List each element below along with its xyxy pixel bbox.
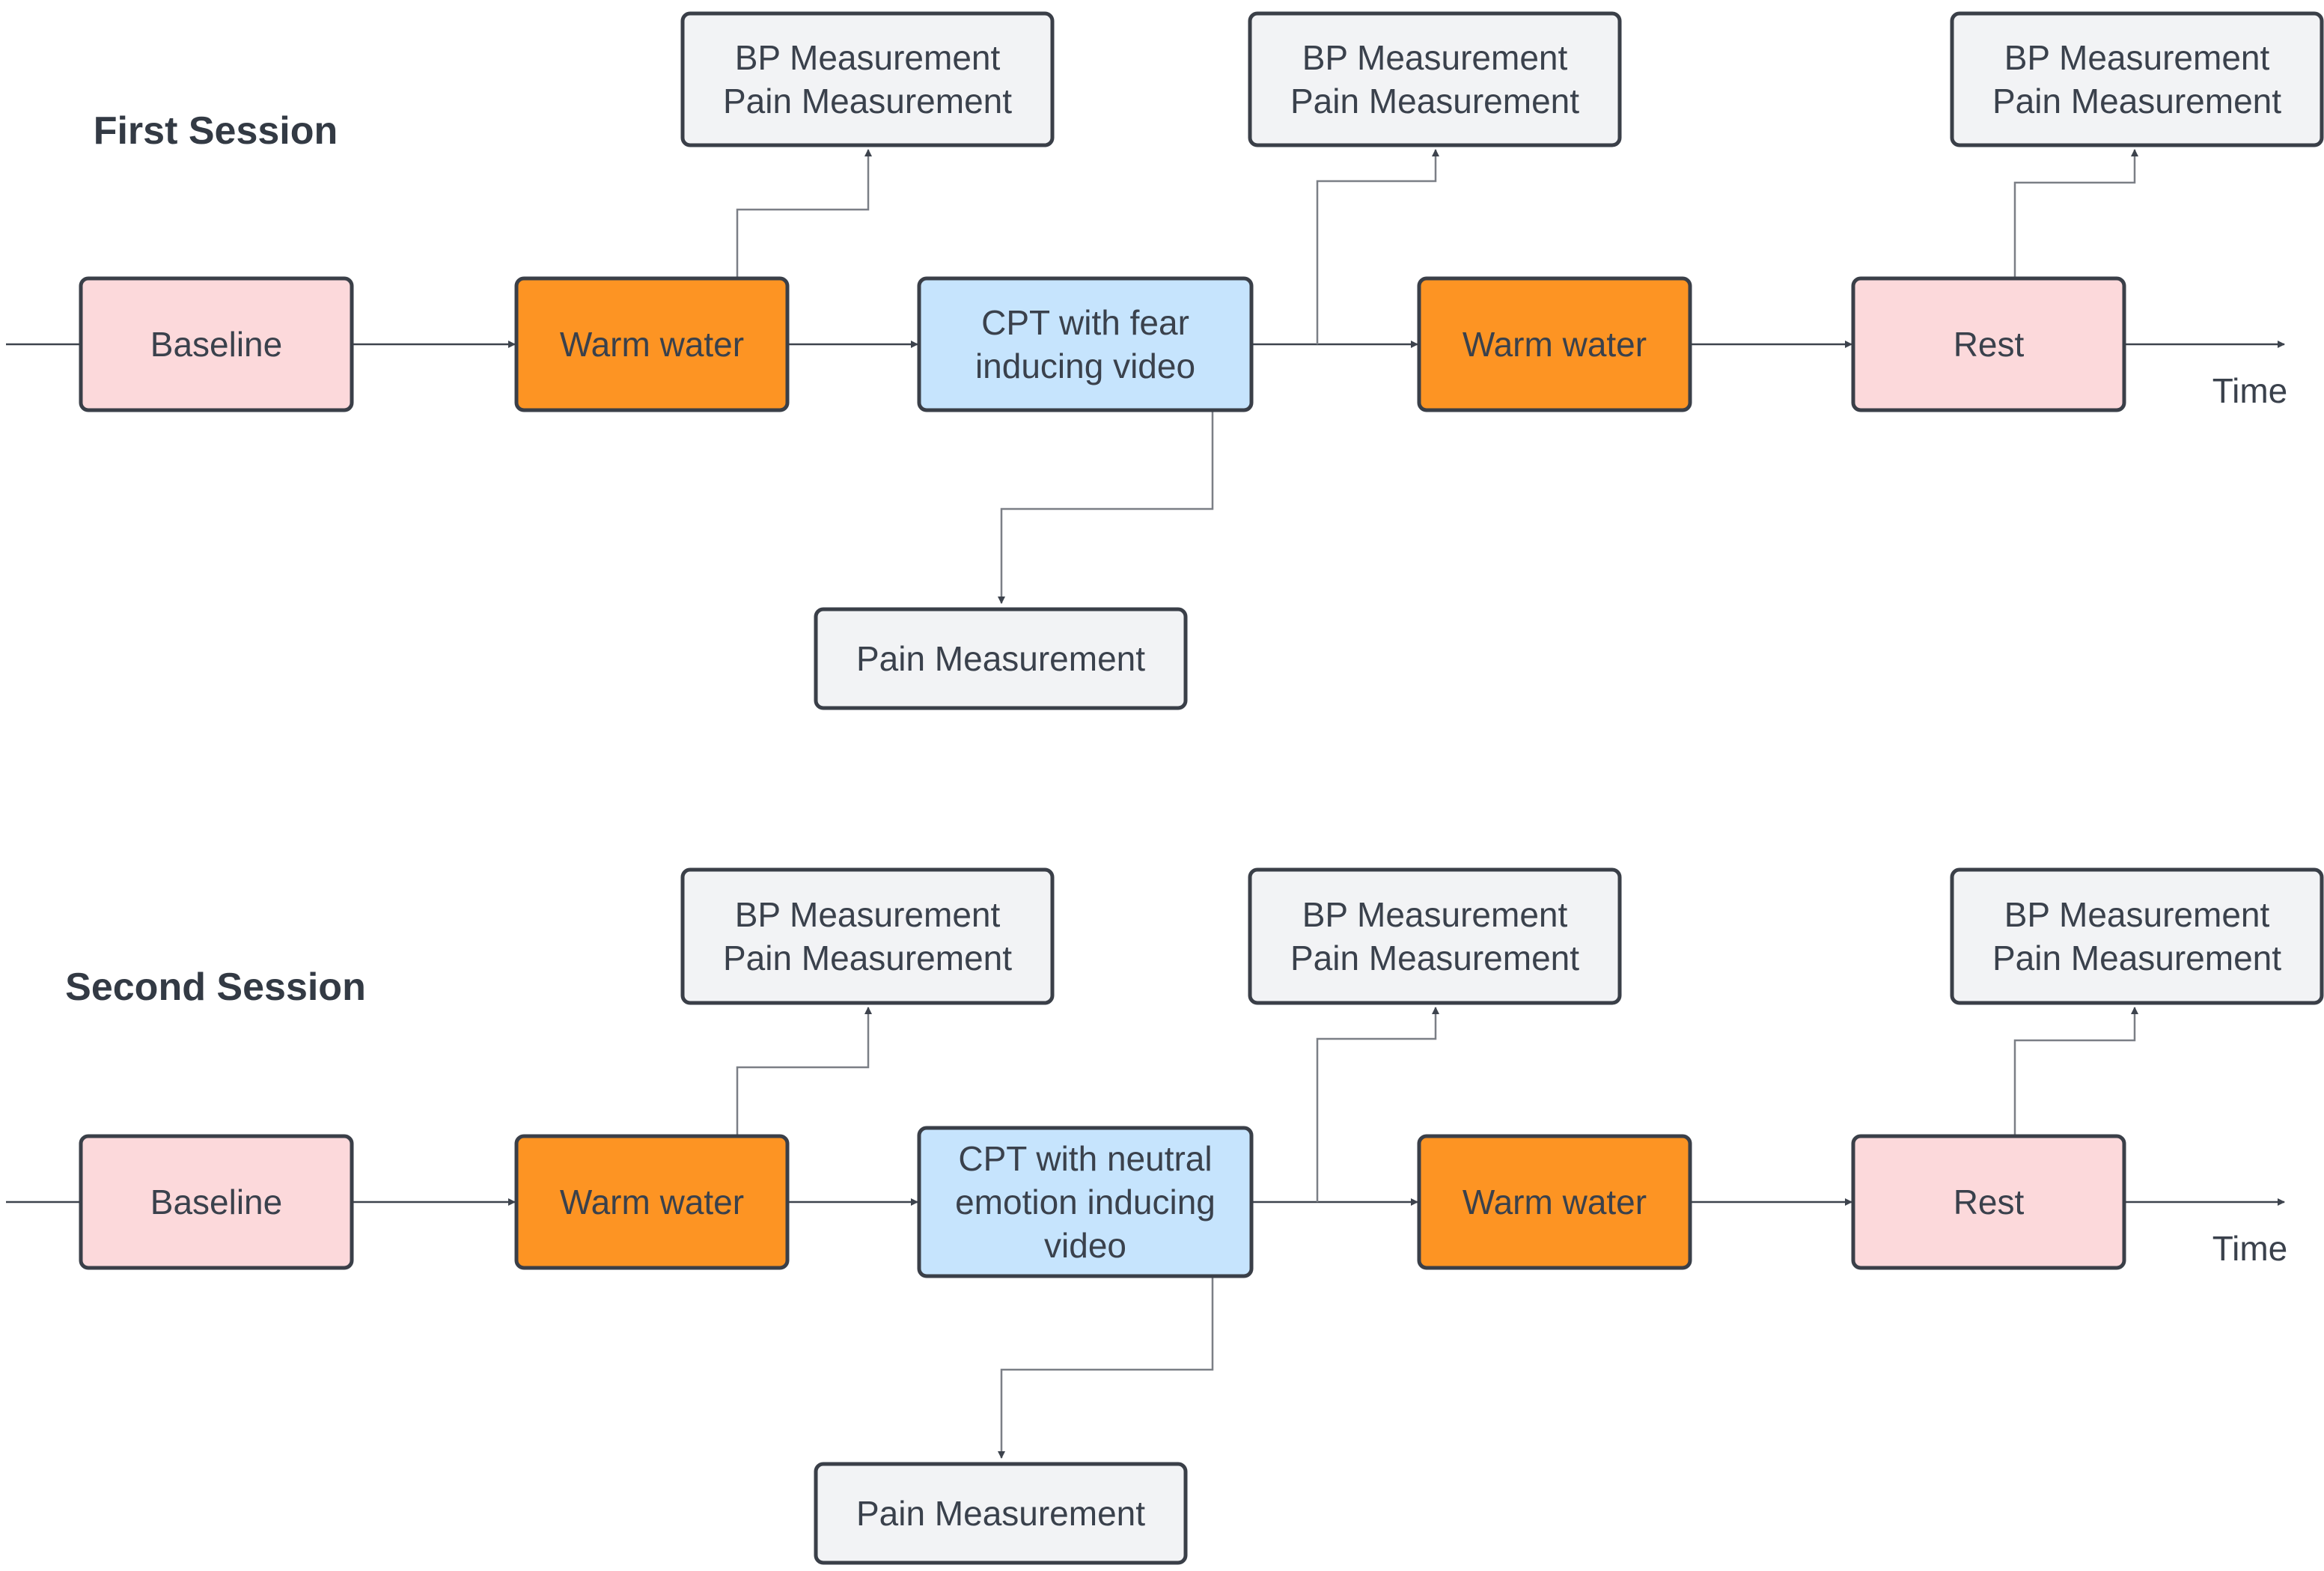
- step-label-line: video: [1044, 1226, 1126, 1265]
- bp-pain-measurement-box: [680, 867, 1055, 1005]
- second-session-title: Second Session: [65, 966, 366, 1009]
- pain-measurement-box: [814, 1462, 1188, 1565]
- pain-measurement-box: [814, 607, 1188, 710]
- measurement-label-line: Pain Measurement: [1992, 939, 2281, 977]
- step-label: Rest: [1954, 1183, 2025, 1221]
- measurement-label-line: Pain Measurement: [723, 82, 1012, 121]
- pain-measurement-connector: [998, 410, 1214, 604]
- step-box-baseline: [79, 276, 354, 412]
- bp-pain-measurement-box: [680, 11, 1055, 147]
- step-label-line: emotion inducing: [955, 1183, 1216, 1221]
- step-label: Baseline: [150, 1183, 282, 1221]
- measurement-label-line: BP Measurement: [2004, 38, 2270, 77]
- step-label-line: Warm water: [1463, 325, 1647, 364]
- step-label-line: Warm water: [1463, 1183, 1647, 1221]
- step-label-line: Warm water: [560, 1183, 744, 1221]
- measurement-label-line: BP Measurement: [735, 38, 1001, 77]
- measurement-label-line: Pain Measurement: [1992, 82, 2281, 121]
- pain-measurement-connector: [998, 1277, 1214, 1459]
- step-label-line: Rest: [1954, 1183, 2025, 1221]
- step-label-line: Rest: [1954, 325, 2025, 364]
- first-session-title: First Session: [94, 109, 338, 153]
- measurement-label-line: Pain Measurement: [723, 939, 1012, 977]
- measurement-label-line: Pain Measurement: [1290, 939, 1579, 977]
- measurement-connector: [736, 149, 872, 278]
- step-label: Warm water: [560, 325, 744, 364]
- step-box-warm-water: [514, 276, 790, 412]
- step-label: CPT with fear inducing video: [975, 303, 1195, 385]
- bp-pain-measurement-box: [1950, 11, 2324, 147]
- step-label: Warm water: [560, 1183, 744, 1221]
- pain-measurement-label: Pain Measurement: [856, 1494, 1145, 1533]
- step-label: Warm water: [1463, 1183, 1647, 1221]
- step-label: Warm water: [1463, 325, 1647, 364]
- measurement-connector: [2013, 1007, 2138, 1136]
- measurement-connector: [1316, 149, 1439, 344]
- step-box-warm-water: [514, 1134, 790, 1270]
- measurement-label-line: BP Measurement: [2004, 895, 2270, 934]
- step-box-warm-water: [1417, 1134, 1692, 1270]
- time-label: Time: [2212, 1229, 2288, 1268]
- measurement-label-line: BP Measurement: [1302, 38, 1568, 77]
- measurement-label-line: BP Measurement: [735, 895, 1001, 934]
- bp-pain-measurement-box: [1248, 867, 1622, 1005]
- step-label: Baseline: [150, 325, 282, 364]
- step-label-line: Baseline: [150, 325, 282, 364]
- measurement-connector: [736, 1007, 872, 1136]
- step-box-cpt-with-neutral-emotion-inducing-video: [917, 1126, 1254, 1278]
- measurement-label-line: BP Measurement: [1302, 895, 1568, 934]
- step-box-baseline: [79, 1134, 354, 1270]
- step-label-line: Warm water: [560, 325, 744, 364]
- step-label-line: inducing video: [975, 347, 1195, 385]
- step-label: Rest: [1954, 325, 2025, 364]
- bp-pain-measurement-box: [1950, 867, 2324, 1005]
- pain-measurement-label: Pain Measurement: [856, 639, 1145, 678]
- step-box-cpt-with-fear-inducing-video: [917, 276, 1254, 412]
- measurement-connector: [2013, 149, 2138, 278]
- step-label: CPT with neutral emotion inducing video: [955, 1139, 1216, 1265]
- bp-pain-measurement-box: [1248, 11, 1622, 147]
- time-label: Time: [2212, 371, 2288, 410]
- step-box-rest: [1851, 276, 2126, 412]
- step-box-warm-water: [1417, 276, 1692, 412]
- measurement-label-line: Pain Measurement: [1290, 82, 1579, 121]
- step-box-rest: [1851, 1134, 2126, 1270]
- measurement-connector: [1316, 1007, 1439, 1202]
- step-label-line: CPT with neutral: [958, 1139, 1212, 1178]
- step-label-line: Baseline: [150, 1183, 282, 1221]
- step-label-line: CPT with fear: [981, 303, 1189, 342]
